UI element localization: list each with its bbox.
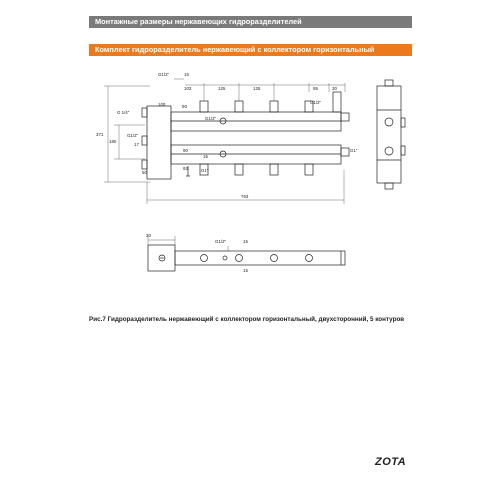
dim-top-6: 30: [332, 86, 337, 91]
collector-bottom: [170, 144, 342, 165]
brand-logo: ZOTA: [375, 456, 407, 468]
dim-inner-4: G1": [201, 168, 209, 173]
section-title: Комплект гидроразделитель нержавеющий с …: [95, 45, 375, 54]
figure-caption: Рис.7 Гидроразделитель нержавеющий с кол…: [89, 316, 405, 323]
dim-topview-0: 30: [146, 233, 151, 238]
dim-inner-1: 90: [183, 148, 188, 153]
dim-topview-3: 15: [243, 268, 248, 273]
dim-topview-2: 15: [243, 239, 248, 244]
collector-top: [170, 111, 342, 132]
dim-top-3: 125: [218, 86, 226, 91]
dim-top-4: 125: [253, 86, 261, 91]
dim-top-7: G1/2": [310, 100, 322, 105]
dim-left-0: G 1/4": [117, 110, 130, 115]
dim-left-1: 371: [96, 132, 104, 137]
dim-left-6: 100: [158, 102, 166, 107]
dim-inner-2: 15: [203, 154, 208, 159]
dim-left-5: 50: [142, 170, 147, 175]
dim-inner-0: G1/2": [205, 116, 217, 121]
side-view: [376, 79, 406, 190]
dim-left-7: 90: [182, 104, 187, 109]
dim-top-0: G1/2": [158, 72, 170, 77]
dim-top-2: 103: [184, 86, 192, 91]
dim-top-5: 95: [313, 86, 318, 91]
dim-left-3: G1/2": [127, 133, 139, 138]
separator-body: [146, 105, 172, 180]
dim-topview-1: G1/2": [215, 239, 227, 244]
dim-inner-5: G1": [350, 148, 358, 153]
top-view: [147, 244, 346, 272]
header-title-bar: Монтажные размеры нержавеющих гидроразде…: [89, 16, 412, 28]
header-title: Монтажные размеры нержавеющих гидроразде…: [95, 17, 302, 26]
dim-left-4: 17: [134, 142, 139, 147]
dim-left-2: 180: [109, 139, 117, 144]
section-title-bar: Комплект гидроразделитель нержавеющий с …: [89, 44, 412, 56]
dim-bottom-0: 763: [241, 194, 249, 199]
dim-inner-3: 93: [183, 166, 188, 171]
dim-top-1: 15: [184, 72, 189, 77]
